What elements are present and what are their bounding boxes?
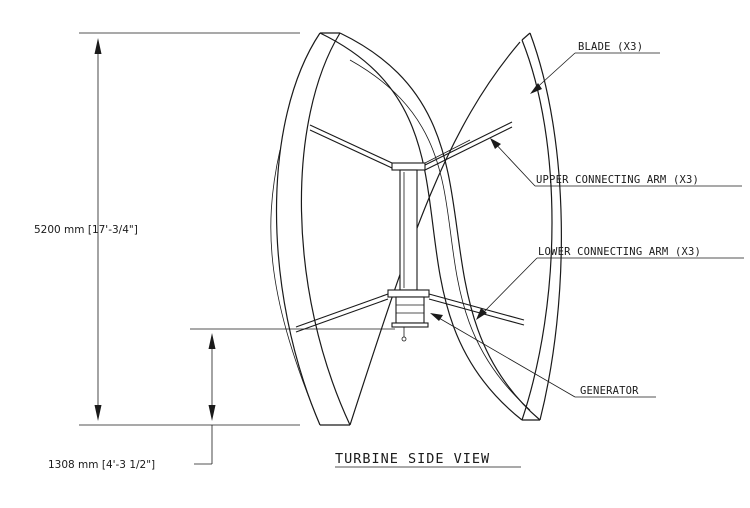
generator-callout: GENERATOR [580,385,639,397]
lower-arm-leader [476,257,744,320]
lower-height-label: 1308 mm [4'-3 1/2"] [48,459,155,471]
central-shaft [387,162,430,298]
blade-left [270,32,351,426]
upper-connecting-arms [309,121,513,171]
upper-arm-leader [490,138,742,187]
drawing-title: TURBINE SIDE VIEW [335,451,490,467]
overall-height-label: 5200 mm [17'-3/4"] [34,224,138,236]
generator [391,296,429,342]
blade-callout: BLADE (X3) [578,41,643,53]
lower-arm-callout: LOWER CONNECTING ARM (X3) [538,246,701,258]
blade-center [319,32,541,421]
lower-connecting-arms [295,293,525,333]
lower-height-dimension [190,328,395,465]
overall-height-dimension [79,32,300,426]
generator-leader [430,313,656,398]
blade-right [349,32,562,426]
upper-arm-callout: UPPER CONNECTING ARM (X3) [536,174,699,186]
blade-leader [530,52,660,94]
